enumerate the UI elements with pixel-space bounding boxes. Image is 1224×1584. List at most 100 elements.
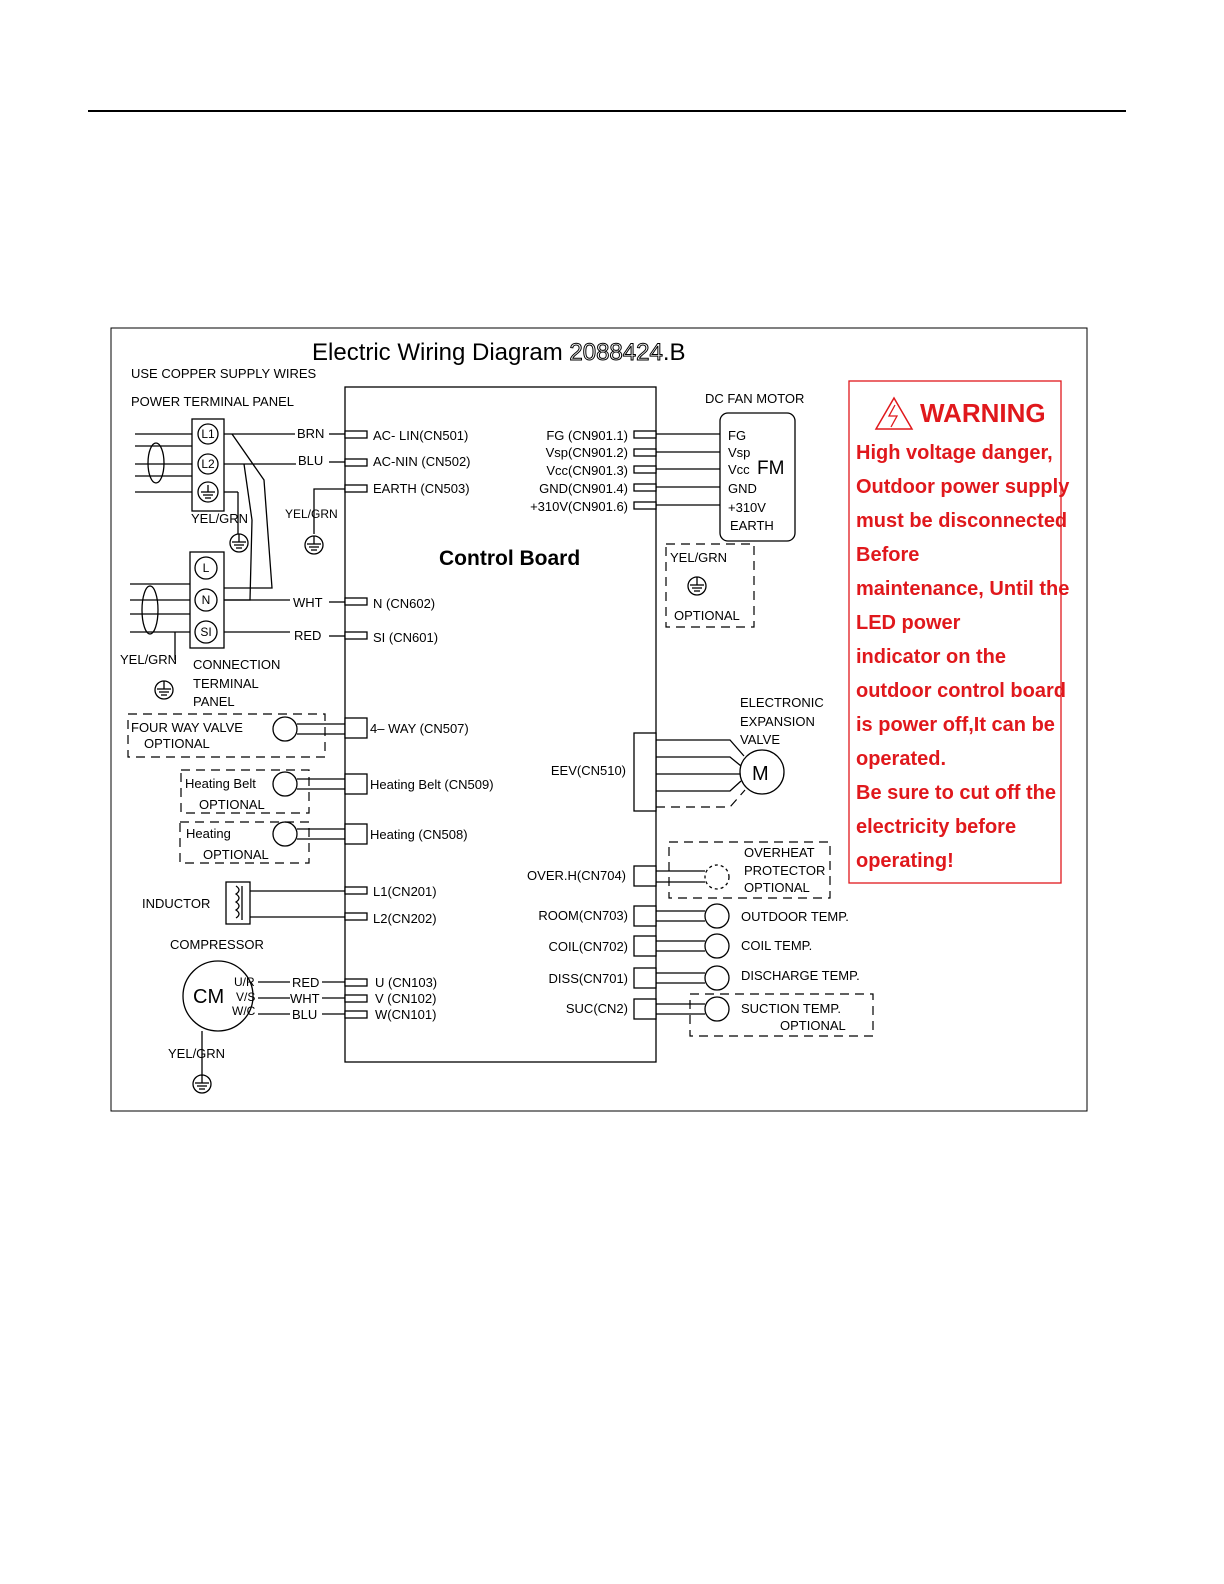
eev-label-3: VALVE [740, 732, 780, 747]
outdoor-temp-sensor-icon [704, 903, 730, 929]
fan-pin-vcc: Vcc [728, 462, 750, 477]
eev-motor-icon [739, 749, 785, 795]
outdoor-temp-label: OUTDOOR TEMP. [741, 909, 849, 924]
ground-icon [687, 576, 707, 596]
diagram-title: Electric Wiring Diagram 2088424.B [312, 339, 686, 366]
yelgrn-label-2: YEL/GRN [285, 507, 338, 521]
warning-line: Outdoor power supply [856, 476, 1070, 498]
warning-panel: WARNING High voltage danger, Outdoor powe… [848, 380, 1070, 884]
four-way-valve-coil-icon [272, 716, 298, 742]
terminal-l2-label: L2 [201, 457, 215, 471]
connection-panel-line2: TERMINAL [193, 676, 259, 691]
compressor-pin-w: W/C [232, 1004, 256, 1018]
port-overh: OVER.H(CN704) [527, 868, 626, 883]
fan-motor-box [719, 412, 796, 542]
warning-line: LED power [856, 612, 961, 634]
heating-label: Heating [186, 826, 231, 841]
discharge-temp-sensor-icon [704, 965, 730, 991]
fan-ground-label: YEL/GRN [670, 550, 727, 565]
overheat-icon [704, 864, 730, 890]
connection-panel-line3: PANEL [193, 694, 235, 709]
port-n: N (CN602) [373, 596, 435, 611]
overheat-label-3: OPTIONAL [744, 880, 810, 895]
wire-blu: BLU [298, 453, 323, 468]
warning-line: must be disconnected [856, 510, 1067, 532]
high-voltage-warning-icon [874, 396, 914, 430]
heating-icon [272, 821, 298, 847]
warning-title: WARNING [920, 398, 1046, 428]
yelgrn-label-3: YEL/GRN [120, 652, 177, 667]
port-v: V (CN102) [375, 991, 436, 1006]
heating-belt-optional: OPTIONAL [199, 797, 265, 812]
warning-line: Before [856, 544, 919, 566]
heating-belt-box [180, 769, 310, 814]
warning-line: High voltage danger, [856, 442, 1053, 464]
suction-optional-label: OPTIONAL [780, 1018, 846, 1033]
suction-optional-box [689, 993, 874, 1037]
eev-label-2: EXPANSION [740, 714, 815, 729]
port-l2: L2(CN202) [373, 911, 437, 926]
wire-brn: BRN [297, 426, 324, 441]
port-suc: SUC(CN2) [566, 1001, 628, 1016]
fan-pin-gnd: GND [728, 481, 757, 496]
overheat-label-2: PROTECTOR [744, 863, 825, 878]
warning-text: High voltage danger, Outdoor power supply… [856, 442, 1070, 872]
four-way-valve-label: FOUR WAY VALVE [131, 720, 243, 735]
port-vcc: Vcc(CN901.3) [546, 463, 628, 478]
port-heating: Heating (CN508) [370, 827, 468, 842]
warning-line: operating! [856, 850, 954, 872]
port-eev: EEV(CN510) [551, 763, 626, 778]
eev-motor-m: M [752, 763, 769, 785]
fan-ground-optional: OPTIONAL [674, 608, 740, 623]
port-earth: EARTH (CN503) [373, 481, 470, 496]
compressor-pin-u: U/R [234, 975, 255, 989]
fan-pin-vsp: Vsp [728, 445, 750, 460]
suction-temp-sensor-icon [704, 996, 730, 1022]
warning-line: electricity before [856, 816, 1016, 838]
inductor-icon [225, 881, 251, 925]
fan-ground-optional-box [665, 543, 755, 628]
compressor-icon [182, 960, 254, 1032]
overheat-label-1: OVERHEAT [744, 845, 815, 860]
eev-label-1: ELECTRONIC [740, 695, 824, 710]
ground-icon [304, 535, 324, 555]
wire-red: RED [294, 628, 321, 643]
compressor-cm: CM [193, 986, 224, 1008]
warning-line: maintenance, Until the [856, 578, 1069, 600]
port-w: W(CN101) [375, 1007, 436, 1022]
power-panel-label: POWER TERMINAL PANEL [131, 394, 294, 409]
terminal-l-label: L [203, 561, 210, 575]
wire-compressor-red: RED [292, 975, 319, 990]
fan-pin-310v: +310V [728, 500, 766, 515]
port-si: SI (CN601) [373, 630, 438, 645]
overheat-box [668, 841, 831, 899]
connection-panel-line1: CONNECTION [193, 657, 280, 672]
warning-line: outdoor control board [856, 680, 1066, 702]
heating-belt-label: Heating Belt [185, 776, 256, 791]
port-four-way: 4– WAY (CN507) [370, 721, 469, 736]
port-l1: L1(CN201) [373, 884, 437, 899]
terminal-l1-label: L1 [201, 427, 215, 441]
port-room: ROOM(CN703) [538, 908, 628, 923]
yelgrn-label-1: YEL/GRN [191, 511, 248, 526]
suction-temp-label: SUCTION TEMP. [741, 1001, 841, 1016]
discharge-temp-label: DISCHARGE TEMP. [741, 968, 860, 983]
wire-wht: WHT [293, 595, 323, 610]
warning-line: operated. [856, 748, 946, 770]
fan-motor-fm: FM [757, 458, 784, 479]
port-ac-nin: AC-NIN (CN502) [373, 454, 471, 469]
wire-compressor-blu: BLU [292, 1007, 317, 1022]
port-diss: DISS(CN701) [549, 971, 628, 986]
yelgrn-label-4: YEL/GRN [168, 1046, 225, 1061]
control-board [344, 386, 657, 1063]
control-board-title: Control Board [439, 547, 580, 570]
fan-pin-earth: EARTH [730, 518, 774, 533]
port-gnd: GND(CN901.4) [539, 481, 628, 496]
warning-line: is power off,It can be [856, 714, 1055, 736]
terminal-si-label: SI [200, 625, 211, 639]
heating-box [179, 821, 310, 864]
four-way-valve-optional: OPTIONAL [144, 736, 210, 751]
port-u: U (CN103) [375, 975, 437, 990]
compressor-pin-v: V/S [236, 990, 255, 1004]
warning-line: Be sure to cut off the [856, 782, 1056, 804]
